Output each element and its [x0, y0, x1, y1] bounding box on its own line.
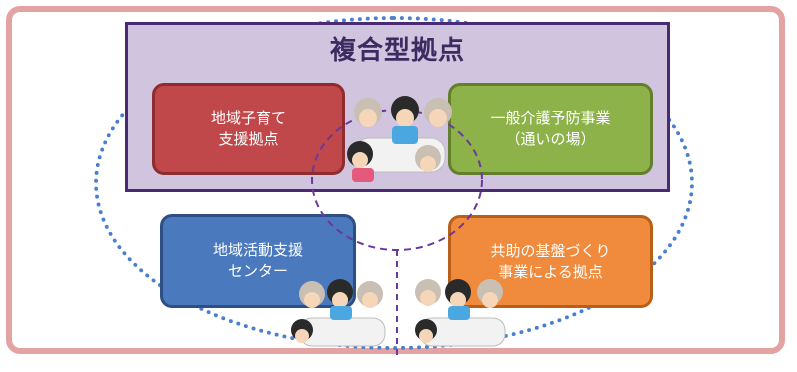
care-prevention-label-line1: 一般介護予防事業 [490, 109, 611, 127]
hub-title: 複合型拠点 [329, 36, 465, 66]
childcare-support-label-line2: 支援拠点 [218, 130, 279, 148]
mutual-aid-base-box: 共助の基盤づくり 事業による拠点 [448, 215, 653, 308]
care-prevention-label-line2: （通いの場） [505, 130, 596, 148]
community-ellipse [94, 16, 694, 350]
childcare-support-box: 地域子育て 支援拠点 [152, 83, 345, 175]
activity-support-label-line1: 地域活動支援 [212, 241, 303, 259]
mutual-aid-label-line1: 共助の基盤づくり [490, 241, 611, 260]
activity-support-center-box: 地域活動支援 センター [160, 214, 356, 308]
activity-support-label-line2: センター [227, 262, 288, 280]
care-prevention-box: 一般介護予防事業 （通いの場） [448, 83, 653, 175]
mutual-aid-label-line2: 事業による拠点 [498, 262, 603, 281]
childcare-support-label-line1: 地域子育て [210, 109, 286, 127]
